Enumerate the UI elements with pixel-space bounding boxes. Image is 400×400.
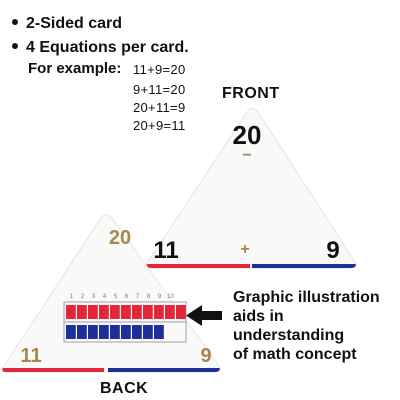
front-label: FRONT [222,85,280,102]
equation-3: 20+11=9 [133,100,186,115]
back-bar-illustration [63,301,187,343]
front-card: 20 − 11 + 9 [146,108,357,269]
blue-bar-cell [154,325,164,339]
front-right-number: 9 [326,237,339,264]
red-bar-cell [121,305,131,319]
front-red-edge [146,264,250,268]
scale-number: 9 [158,294,162,300]
red-bar-cell [132,305,142,319]
caption-line: Graphic illustration [233,289,380,306]
bullet-four-equations: 4 Equations per card. [12,38,189,58]
front-blue-edge [252,264,356,268]
back-blue-edge [108,368,220,372]
red-bar-cell [143,305,153,319]
bar-frame [63,321,187,343]
scale-number: 6 [125,294,129,300]
front-plus-sign: + [240,241,249,258]
pointer-arrow [186,305,222,326]
bullet-dot-icon [12,42,18,49]
equation-4: 20+9=11 [133,118,186,133]
scale-number: 2 [81,294,85,300]
bullet-text: 2-Sided card [26,15,123,32]
caption-line: of math concept [233,346,357,363]
red-bar-cell [154,305,164,319]
back-left-number: 11 [20,345,41,367]
blue-bar-cell [77,325,87,339]
scale-number: 3 [92,294,96,300]
back-top-number: 20 [109,227,131,249]
blue-bar-cell [143,325,153,339]
bullet-dot-icon [12,18,18,25]
bullet-text: 4 Equations per card. [26,39,189,56]
red-bar-cell [176,305,186,319]
blue-bar-cell [132,325,142,339]
example-label: For example: [28,60,122,77]
scale-number: 4 [103,294,107,300]
red-bar-cell [77,305,87,319]
red-bar-cell [165,305,175,319]
red-bar-cell [88,305,98,319]
scale-number: 1 [70,294,74,300]
blue-bar-cell [110,325,120,339]
red-bar-cell [99,305,109,319]
scale-number: 5 [114,294,118,300]
blue-bar-cell [121,325,131,339]
illustration-caption: Graphic illustration aids in understandi… [233,288,398,364]
red-bar-cell [110,305,120,319]
back-card: 20 11 9 1 2 3 4 5 6 7 8 9 10 [1,214,221,373]
front-minus-sign: − [242,147,251,164]
equation-1: 11+9=20 [133,62,186,77]
blue-bar-cell [99,325,109,339]
back-label: BACK [100,380,149,397]
red-bar-cell [66,305,76,319]
back-number-scale: 1 2 3 4 5 6 7 8 9 10 [70,294,175,300]
front-top-number: 20 [233,120,262,150]
scale-number: 8 [147,294,151,300]
bullet-two-sided: 2-Sided card [12,14,122,34]
scale-number: 7 [136,294,140,300]
caption-line: aids in understanding [233,308,345,344]
back-right-number: 9 [200,345,211,367]
back-red-edge [2,368,104,372]
front-left-number: 11 [153,237,178,264]
equation-2: 9+11=20 [133,82,186,97]
scale-number: 10 [167,294,174,300]
blue-bar-cell [66,325,76,339]
blue-bar-cell [88,325,98,339]
